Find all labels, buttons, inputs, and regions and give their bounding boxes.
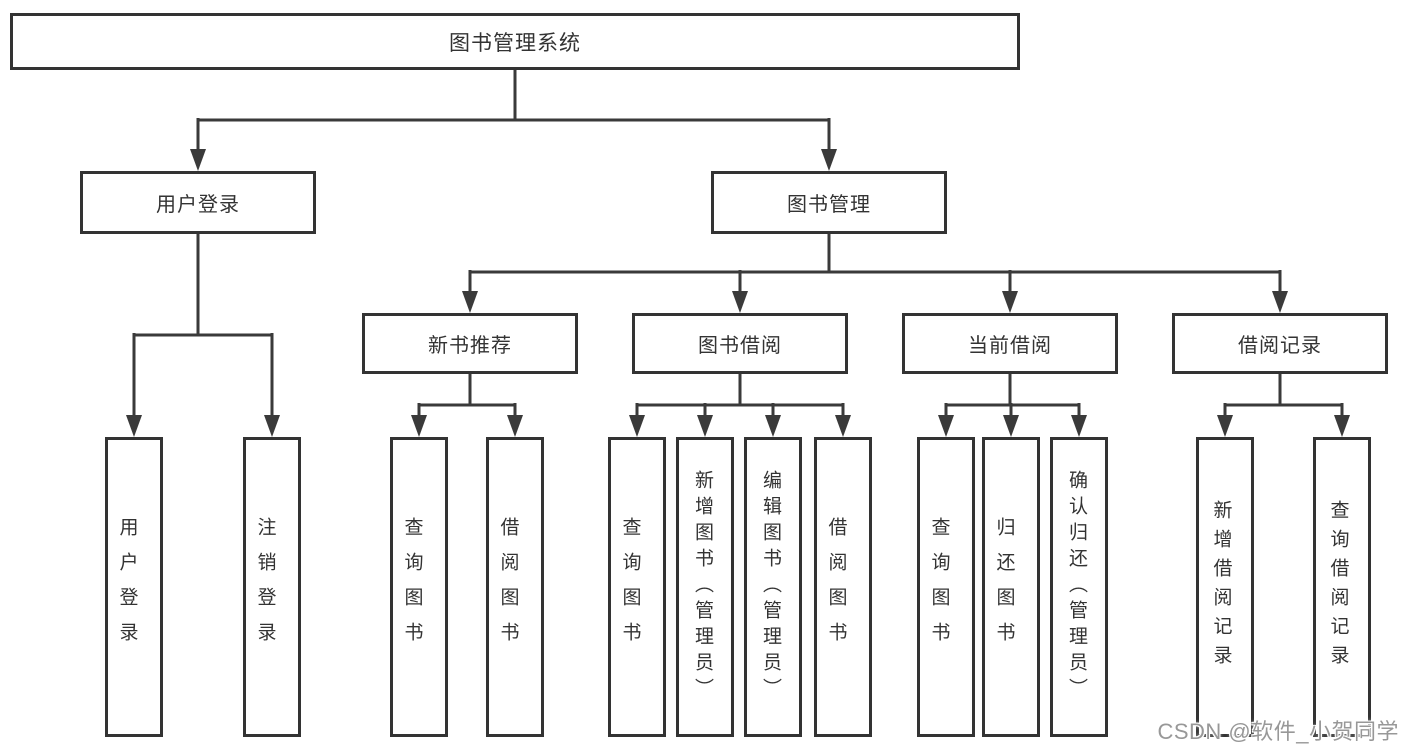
connector-current-branch [944,373,1081,418]
connector-records-branch [1223,373,1344,418]
connector-mgmt-to-level3 [468,234,1282,294]
leaf-borrow-query-book: 查询图书 [608,437,666,737]
leaf-edit-book-admin: 编辑图书（管理员） [744,437,802,737]
node-root-system: 图书管理系统 [10,13,1020,70]
leaf-borrow-book-label: 借阅图书 [825,517,847,657]
node-current-borrow: 当前借阅 [902,313,1118,374]
leaf-borrow-query-book-label: 查询图书 [619,517,641,657]
node-new-book-recommend: 新书推荐 [362,313,578,374]
node-current-borrow-label: 当前借阅 [968,335,1052,357]
connector-root-to-level2 [196,70,831,152]
leaf-user-login-label: 用户登录 [116,517,138,657]
leaf-borrow-book: 借阅图书 [814,437,872,737]
node-book-mgmt: 图书管理 [711,171,947,234]
leaf-add-book-admin: 新增图书（管理员） [676,437,734,737]
leaf-current-query-book-label: 查询图书 [928,517,950,657]
node-new-book-recommend-label: 新书推荐 [428,335,512,357]
leaf-confirm-return-admin: 确认归还（管理员） [1050,437,1108,737]
node-book-borrow: 图书借阅 [632,313,848,374]
node-borrow-records: 借阅记录 [1172,313,1388,374]
leaf-recommend-query-book-label: 查询图书 [401,517,423,657]
leaf-query-borrow-record-label: 查询借阅记录 [1327,500,1349,674]
node-borrow-records-label: 借阅记录 [1238,335,1322,357]
leaf-query-borrow-record: 查询借阅记录 [1313,437,1371,737]
node-root-label: 图书管理系统 [449,31,581,55]
connector-borrow-branch [635,373,845,418]
leaf-add-borrow-record-label: 新增借阅记录 [1210,500,1232,674]
leaf-confirm-return-admin-label: 确认归还（管理员） [1066,470,1087,704]
leaf-current-query-book: 查询图书 [917,437,975,737]
leaf-add-book-admin-label: 新增图书（管理员） [692,470,713,704]
arrowheads [126,149,1350,437]
leaf-add-borrow-record: 新增借阅记录 [1196,437,1254,737]
node-book-borrow-label: 图书借阅 [698,335,782,357]
connector-login-branch [132,234,274,418]
node-user-login: 用户登录 [80,171,316,234]
leaf-logout: 注销登录 [243,437,301,737]
node-user-login-label: 用户登录 [156,194,240,216]
leaf-user-login: 用户登录 [105,437,163,737]
leaf-recommend-query-book: 查询图书 [390,437,448,737]
leaf-return-book: 归还图书 [982,437,1040,737]
leaf-edit-book-admin-label: 编辑图书（管理员） [760,470,781,704]
connector-newbook-branch [417,373,517,418]
node-book-mgmt-label: 图书管理 [787,194,871,216]
csdn-watermark: CSDN @软件_小贺同学 [1157,719,1399,744]
leaf-recommend-borrow-book: 借阅图书 [486,437,544,737]
leaf-recommend-borrow-book-label: 借阅图书 [497,517,519,657]
leaf-return-book-label: 归还图书 [993,517,1015,657]
leaf-logout-label: 注销登录 [254,517,276,657]
